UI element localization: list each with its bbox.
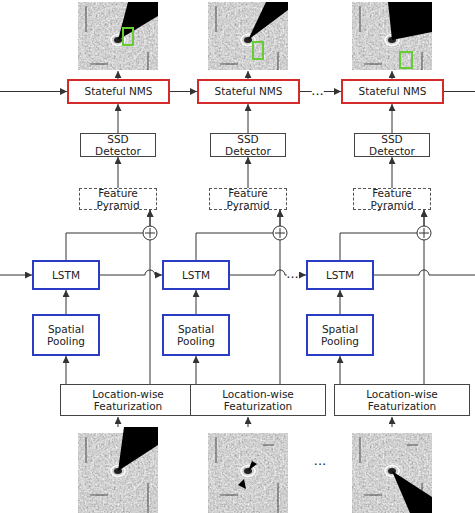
node-label: Location-wise Featurization bbox=[194, 388, 322, 412]
flow-arrow bbox=[248, 71, 249, 79]
node-label: LSTM bbox=[326, 269, 354, 281]
node-label: SSD Detector bbox=[358, 133, 426, 157]
connector-arrow bbox=[100, 270, 162, 275]
node-label: Spatial Pooling bbox=[37, 323, 95, 347]
flow-arrow bbox=[392, 71, 393, 79]
lidar-image bbox=[352, 433, 432, 513]
connector-arrow bbox=[248, 104, 249, 133]
connector-arrow bbox=[196, 210, 280, 260]
node-label: Stateful NMS bbox=[215, 85, 283, 97]
connector-arrow bbox=[392, 104, 393, 133]
connector-arrow bbox=[392, 157, 393, 188]
nms-box: Stateful NMS bbox=[197, 79, 300, 104]
connector-arrow bbox=[150, 210, 151, 384]
featurization-box: Location-wise Featurization bbox=[60, 384, 196, 416]
node-label: LSTM bbox=[182, 269, 210, 281]
flow-arrow bbox=[392, 417, 393, 427]
pooling-box: Spatial Pooling bbox=[162, 314, 230, 356]
connector-arrow bbox=[66, 210, 150, 260]
node-label: SSD Detector bbox=[84, 133, 152, 157]
node-label: Location-wise Featurization bbox=[338, 388, 466, 412]
lstm-box: LSTM bbox=[162, 260, 230, 290]
featurization-box: Location-wise Featurization bbox=[190, 384, 326, 416]
node-label: Stateful NMS bbox=[85, 85, 153, 97]
lstm-box: LSTM bbox=[306, 260, 374, 290]
featurization-box: Location-wise Featurization bbox=[334, 384, 470, 416]
pooling-box: Spatial Pooling bbox=[32, 314, 100, 356]
connector-arrow bbox=[196, 290, 197, 314]
node-label: Feature Pyramid bbox=[357, 187, 427, 211]
connector-arrow bbox=[280, 210, 281, 384]
node-label: Location-wise Featurization bbox=[64, 388, 192, 412]
connector-arrow bbox=[340, 290, 341, 314]
sum-symbol bbox=[273, 226, 287, 240]
node-label: Spatial Pooling bbox=[167, 323, 225, 347]
lidar-image bbox=[208, 433, 288, 513]
connector-arrow bbox=[340, 210, 424, 260]
lstm-box: LSTM bbox=[32, 260, 100, 290]
connector-arrow bbox=[248, 157, 249, 188]
pyramid-box: Feature Pyramid bbox=[209, 188, 287, 210]
connector-arrow bbox=[118, 157, 119, 188]
node-label: Feature Pyramid bbox=[83, 187, 153, 211]
connector-arrow bbox=[66, 356, 67, 384]
pyramid-box: Feature Pyramid bbox=[353, 188, 431, 210]
detector-box: SSD Detector bbox=[210, 133, 286, 157]
state-in-arrow bbox=[0, 275, 32, 276]
state-in-arrow bbox=[0, 91, 67, 92]
nms-box: Stateful NMS bbox=[67, 79, 170, 104]
ellipsis-label: ... bbox=[311, 84, 323, 97]
sum-symbol bbox=[417, 226, 431, 240]
sum-symbol bbox=[143, 226, 157, 240]
connector-arrow bbox=[424, 210, 425, 384]
connector-arrow bbox=[66, 290, 67, 314]
detector-box: SSD Detector bbox=[354, 133, 430, 157]
state-out-line bbox=[444, 91, 475, 92]
flow-arrow bbox=[118, 417, 119, 427]
pyramid-box: Feature Pyramid bbox=[79, 188, 157, 210]
node-label: LSTM bbox=[52, 269, 80, 281]
flow-arrow bbox=[248, 417, 249, 427]
node-label: Stateful NMS bbox=[359, 85, 427, 97]
connector-arrow bbox=[196, 356, 197, 384]
flow-arrow bbox=[118, 71, 119, 79]
detector-box: SSD Detector bbox=[80, 133, 156, 157]
node-label: Spatial Pooling bbox=[311, 323, 369, 347]
pooling-box: Spatial Pooling bbox=[306, 314, 374, 356]
state-out-line bbox=[374, 270, 475, 275]
connector-arrow bbox=[118, 104, 119, 133]
ellipsis-label: ... bbox=[314, 454, 326, 467]
ellipsis-label: ... bbox=[286, 267, 298, 280]
node-label: Feature Pyramid bbox=[213, 187, 283, 211]
connector-arrow bbox=[340, 356, 341, 384]
lidar-image bbox=[78, 427, 158, 513]
node-label: SSD Detector bbox=[214, 133, 282, 157]
connector-arrow bbox=[170, 91, 197, 92]
nms-box: Stateful NMS bbox=[341, 79, 444, 104]
